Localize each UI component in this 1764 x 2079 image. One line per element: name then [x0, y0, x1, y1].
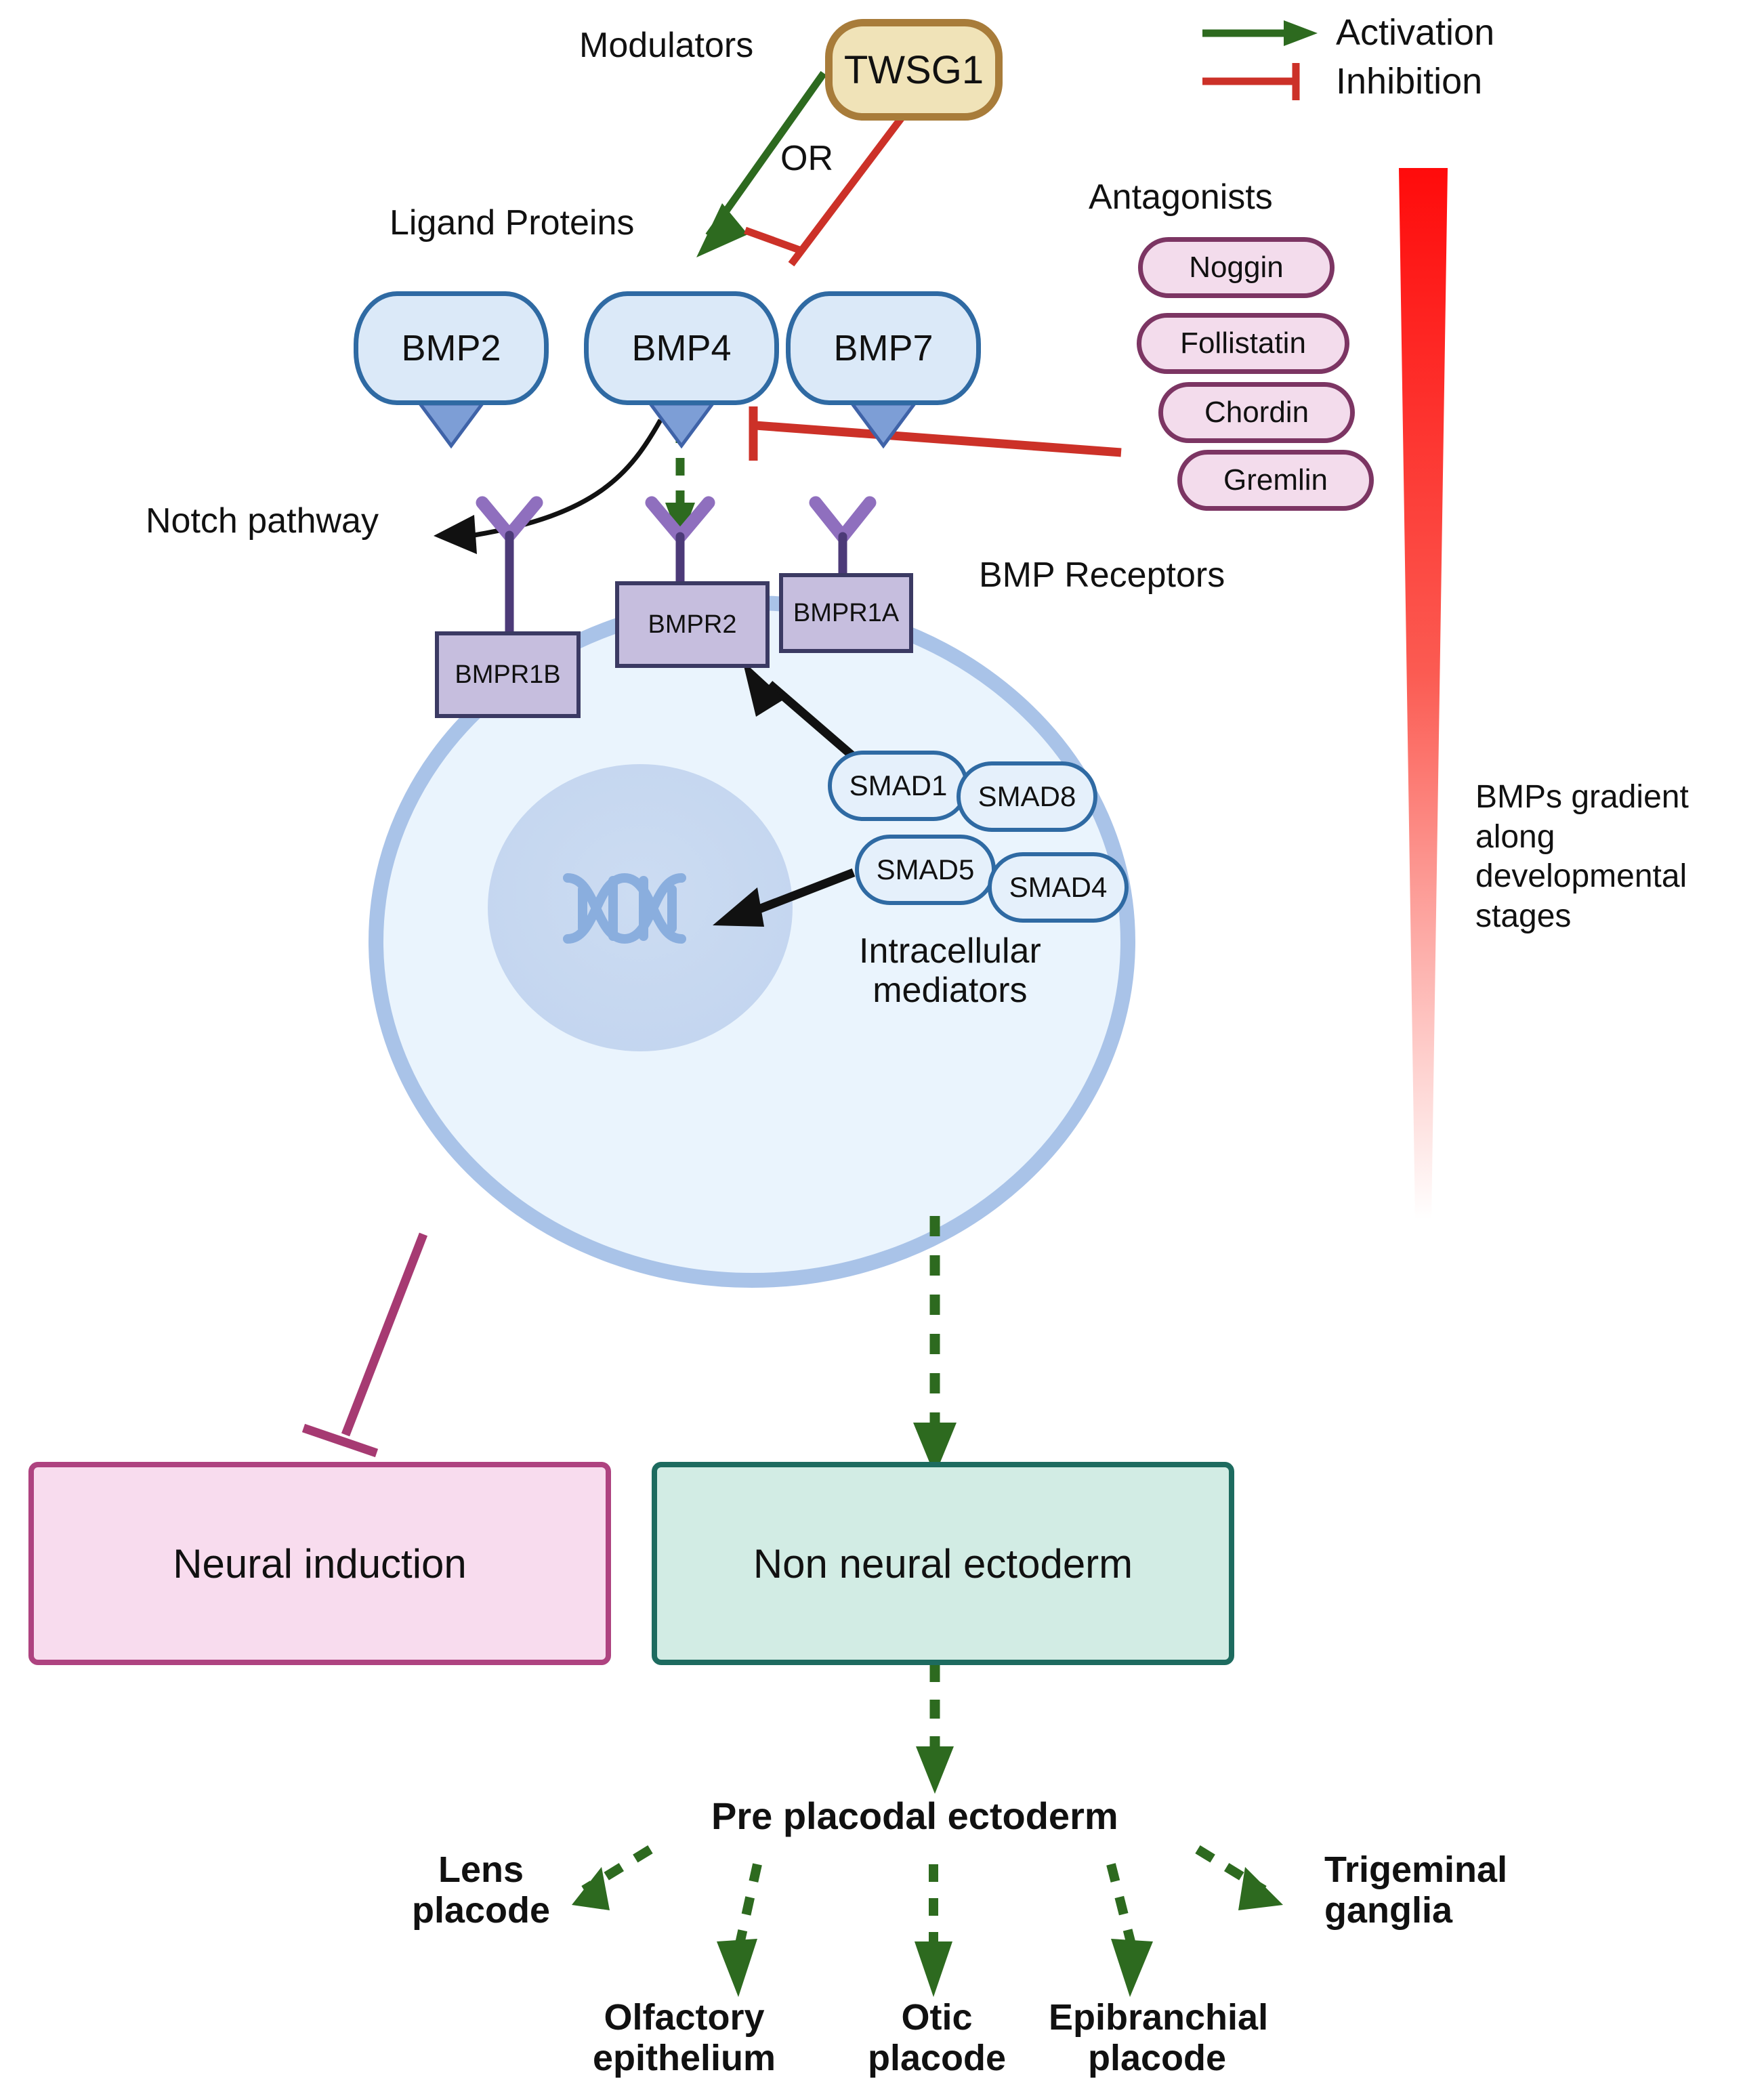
node-bmpr1a[interactable]: BMPR1A [779, 573, 913, 653]
section-label-ligand-proteins: Ligand Proteins [390, 203, 635, 243]
section-label-intracellular-mediators: Intracellular mediators [859, 931, 1041, 1011]
edge-smad-to-nucleus [713, 868, 856, 927]
ligand-foot-bmp2-icon [417, 402, 486, 449]
edge-twsg1-activates-bmp4 [696, 70, 827, 257]
section-label-bmp-receptors: BMP Receptors [979, 555, 1225, 595]
node-gremlin-label: Gremlin [1223, 463, 1328, 497]
node-chordin-label: Chordin [1204, 396, 1309, 429]
node-bmpr1b[interactable]: BMPR1B [435, 631, 581, 718]
dna-icon [563, 873, 686, 944]
node-smad8-label: SMAD8 [978, 780, 1076, 812]
node-smad8[interactable]: SMAD8 [957, 761, 1097, 832]
edge-ectoderm-to-preplacodal [916, 1663, 954, 1794]
node-bmp7-label: BMP7 [833, 328, 933, 369]
node-smad1[interactable]: SMAD1 [828, 751, 969, 821]
outcome-non-neural-ectoderm-label: Non neural ectoderm [753, 1540, 1133, 1587]
legend-inhibition-icon [1202, 63, 1300, 100]
section-label-modulators: Modulators [579, 26, 754, 65]
gradient-caption: BMPs gradient along developmental stages [1475, 779, 1689, 934]
derivative-trigeminal-ganglia: Trigeminal ganglia [1324, 1849, 1508, 1931]
node-follistatin[interactable]: Follistatin [1137, 313, 1349, 374]
legend-inhibition-label: Inhibition [1336, 61, 1483, 102]
legend-activation-icon [1202, 20, 1318, 46]
edge-preplacodal-to-trigeminal [1195, 1845, 1283, 1910]
node-bmp2-label: BMP2 [401, 328, 501, 369]
section-label-antagonists: Antagonists [1089, 177, 1273, 217]
node-twsg1-label: TWSG1 [843, 47, 984, 92]
node-smad4-label: SMAD4 [1009, 871, 1108, 903]
node-bmpr1a-label: BMPR1A [793, 598, 900, 627]
edge-preplacodal-to-otic [915, 1864, 952, 1997]
edge-preplacodal-to-lens [572, 1845, 653, 1910]
edge-preplacodal-to-epibranchial [1106, 1863, 1153, 1997]
node-bmp4-label: BMP4 [631, 328, 732, 369]
edge-preplacodal-to-olfactory [717, 1863, 762, 1997]
node-gremlin[interactable]: Gremlin [1177, 450, 1374, 511]
node-smad4[interactable]: SMAD4 [988, 852, 1129, 923]
node-bmpr2-label: BMPR2 [648, 610, 737, 639]
node-noggin-label: Noggin [1189, 251, 1284, 284]
outcome-non-neural-ectoderm[interactable]: Non neural ectoderm [652, 1462, 1234, 1665]
preplacodal-ectoderm-label: Pre placodal ectoderm [711, 1794, 1118, 1837]
node-bmp7[interactable]: BMP7 [786, 291, 981, 405]
derivative-otic-placode: Otic placode [867, 1997, 1007, 2079]
derivative-lens-placode: Lens placode [411, 1849, 551, 1931]
bmp-gradient-bar [1399, 168, 1448, 1219]
node-bmp4[interactable]: BMP4 [584, 291, 779, 405]
node-smad1-label: SMAD1 [849, 770, 948, 801]
notch-pathway-label: Notch pathway [146, 501, 379, 541]
node-twsg1[interactable]: TWSG1 [825, 19, 1003, 121]
outcome-neural-induction-label: Neural induction [173, 1540, 467, 1587]
edge-smad-to-bmpr2 [742, 660, 867, 769]
node-bmp2[interactable]: BMP2 [354, 291, 549, 405]
derivative-olfactory-epithelium: Olfactory epithelium [592, 1997, 776, 2079]
derivative-epibranchial-placode: Epibranchial placode [1049, 1997, 1269, 2079]
edge-to-notch-pathway [434, 419, 663, 554]
edge-antagonists-inhibit-bmps [749, 406, 1122, 461]
node-bmpr2[interactable]: BMPR2 [615, 581, 770, 668]
node-smad5-label: SMAD5 [876, 854, 975, 885]
legend-activation-label: Activation [1336, 12, 1495, 53]
edge-cell-to-non-neural-ectoderm [913, 1216, 957, 1475]
edge-cell-inhibits-neural-induction [301, 1232, 428, 1458]
node-follistatin-label: Follistatin [1180, 327, 1306, 360]
or-label: OR [780, 139, 833, 178]
node-noggin[interactable]: Noggin [1138, 237, 1335, 298]
node-bmpr1b-label: BMPR1B [455, 660, 561, 689]
node-smad5[interactable]: SMAD5 [855, 835, 996, 905]
outcome-neural-induction[interactable]: Neural induction [28, 1462, 611, 1665]
node-chordin[interactable]: Chordin [1158, 382, 1355, 443]
